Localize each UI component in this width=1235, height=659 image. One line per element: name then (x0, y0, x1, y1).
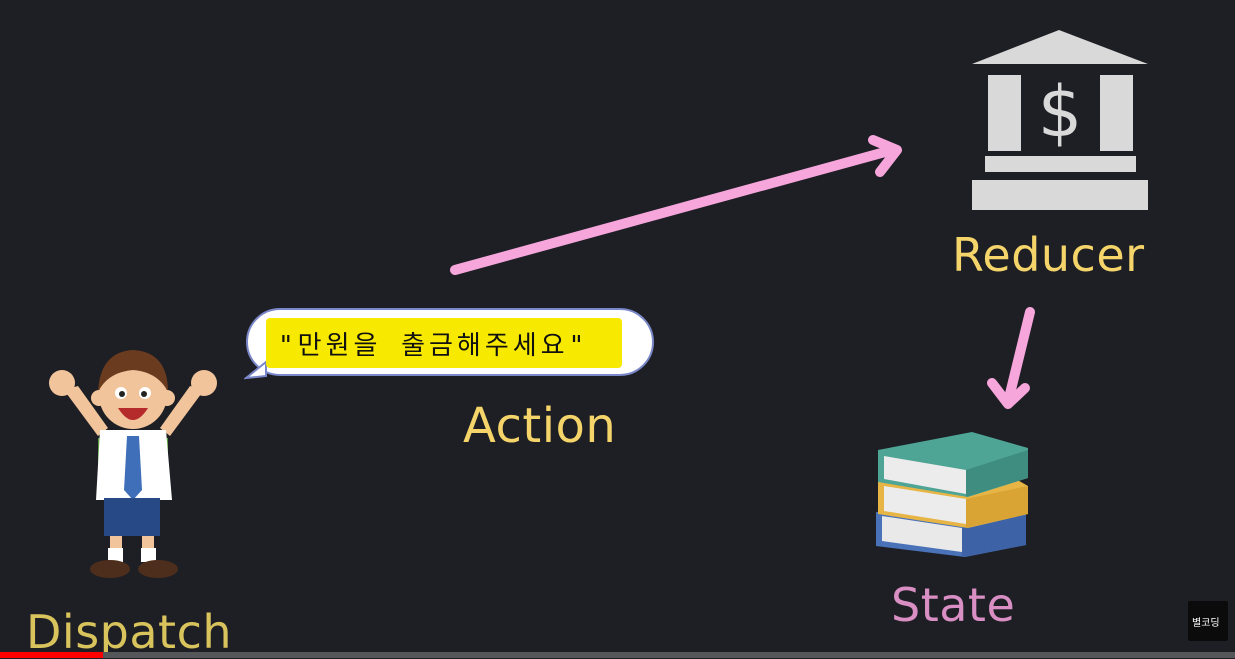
reducer-label: Reducer (952, 228, 1145, 282)
cheering-boy-illustration (49, 350, 217, 578)
state-label: State (891, 578, 1016, 632)
action-label: Action (463, 398, 617, 454)
speech-highlight: "만원을 출금해주세요" (266, 318, 622, 368)
arrow-action-to-reducer (450, 135, 902, 275)
speech-bubble: "만원을 출금해주세요" (244, 308, 654, 380)
video-progress-fill (0, 652, 103, 658)
channel-watermark[interactable]: 별코딩 (1188, 601, 1228, 641)
bank-icon: $ (972, 30, 1148, 210)
video-progress-bar[interactable] (0, 652, 1235, 658)
arrow-reducer-to-state (987, 307, 1035, 409)
dispatch-label: Dispatch (26, 605, 233, 659)
books-icon (876, 432, 1028, 557)
bank-dollar-symbol: $ (1038, 71, 1083, 153)
speech-text: "만원을 출금해주세요" (278, 331, 589, 361)
channel-watermark-text: 별코딩 (1192, 618, 1220, 629)
speech-bubble-tail (244, 359, 267, 380)
